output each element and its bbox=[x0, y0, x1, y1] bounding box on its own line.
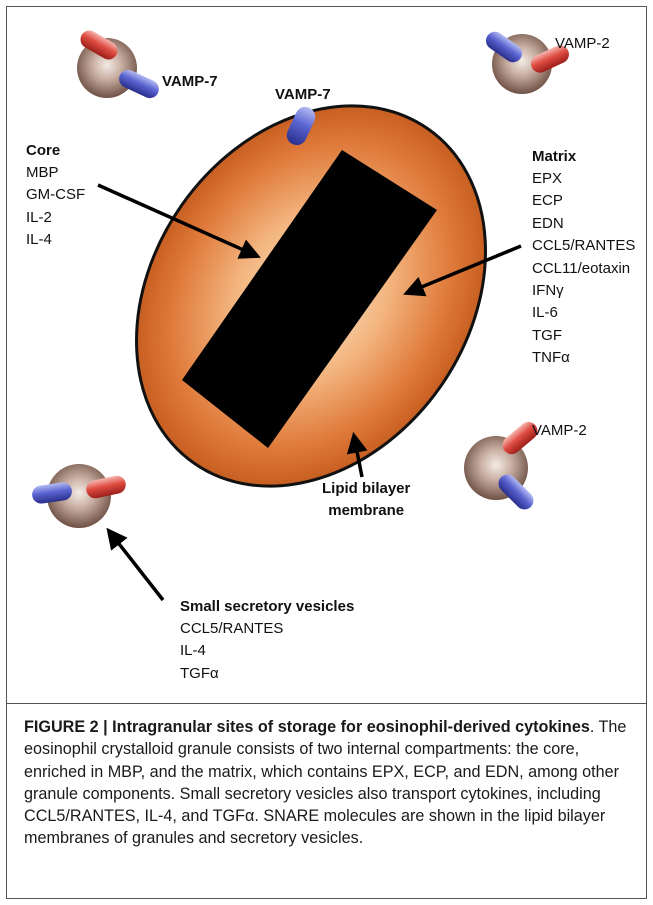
caption-body: . The eosinophil crystalloid granule con… bbox=[24, 718, 626, 847]
matrix-label-group: Matrix EPX ECP EDN CCL5/RANTES CCL11/eot… bbox=[532, 146, 635, 370]
secretory-item: TGFα bbox=[180, 663, 354, 685]
matrix-item: TNFα bbox=[532, 347, 635, 369]
core-list: MBP GM-CSF IL-2 IL-4 bbox=[26, 162, 85, 252]
secretory-label-group: Small secretory vesicles CCL5/RANTES IL-… bbox=[180, 596, 354, 685]
figure-caption: FIGURE 2 | Intragranular sites of storag… bbox=[24, 716, 632, 850]
caption-divider bbox=[6, 703, 647, 704]
vamp-label-top-left: VAMP-7 bbox=[162, 71, 218, 93]
vesicle-bottom-left bbox=[31, 464, 127, 528]
vesicle-top-left bbox=[77, 27, 162, 101]
matrix-item: ECP bbox=[532, 190, 635, 212]
membrane-label: Lipid bilayer membrane bbox=[322, 478, 410, 522]
vesicle-mid-right bbox=[464, 418, 541, 513]
vamp-label-top-right: VAMP-2 bbox=[555, 33, 610, 55]
matrix-title: Matrix bbox=[532, 146, 635, 168]
snare-blue bbox=[116, 67, 162, 101]
secretory-item: CCL5/RANTES bbox=[180, 618, 354, 640]
matrix-item: TGF bbox=[532, 325, 635, 347]
matrix-item: IFNγ bbox=[532, 280, 635, 302]
matrix-item: EPX bbox=[532, 168, 635, 190]
core-item: MBP bbox=[26, 162, 85, 184]
vamp-label-mid-right: VAMP-2 bbox=[532, 420, 587, 442]
secretory-title: Small secretory vesicles bbox=[180, 596, 354, 618]
matrix-item: IL-6 bbox=[532, 302, 635, 324]
matrix-list: EPX ECP EDN CCL5/RANTES CCL11/eotaxin IF… bbox=[532, 168, 635, 370]
arrow-secretory bbox=[109, 531, 163, 600]
figure-label: FIGURE 2 | Intragranular sites of storag… bbox=[24, 718, 590, 736]
secretory-item: IL-4 bbox=[180, 640, 354, 662]
core-item: IL-2 bbox=[26, 207, 85, 229]
secretory-list: CCL5/RANTES IL-4 TGFα bbox=[180, 618, 354, 685]
matrix-item: EDN bbox=[532, 213, 635, 235]
membrane-label-line2: membrane bbox=[322, 500, 410, 522]
core-item: GM-CSF bbox=[26, 184, 85, 206]
core-item: IL-4 bbox=[26, 229, 85, 251]
membrane-label-line1: Lipid bilayer bbox=[322, 478, 410, 500]
core-label-group: Core MBP GM-CSF IL-2 IL-4 bbox=[26, 140, 85, 252]
matrix-item: CCL11/eotaxin bbox=[532, 258, 635, 280]
matrix-item: CCL5/RANTES bbox=[532, 235, 635, 257]
core-title: Core bbox=[26, 140, 85, 162]
vamp-label-top-center: VAMP-7 bbox=[275, 84, 331, 106]
